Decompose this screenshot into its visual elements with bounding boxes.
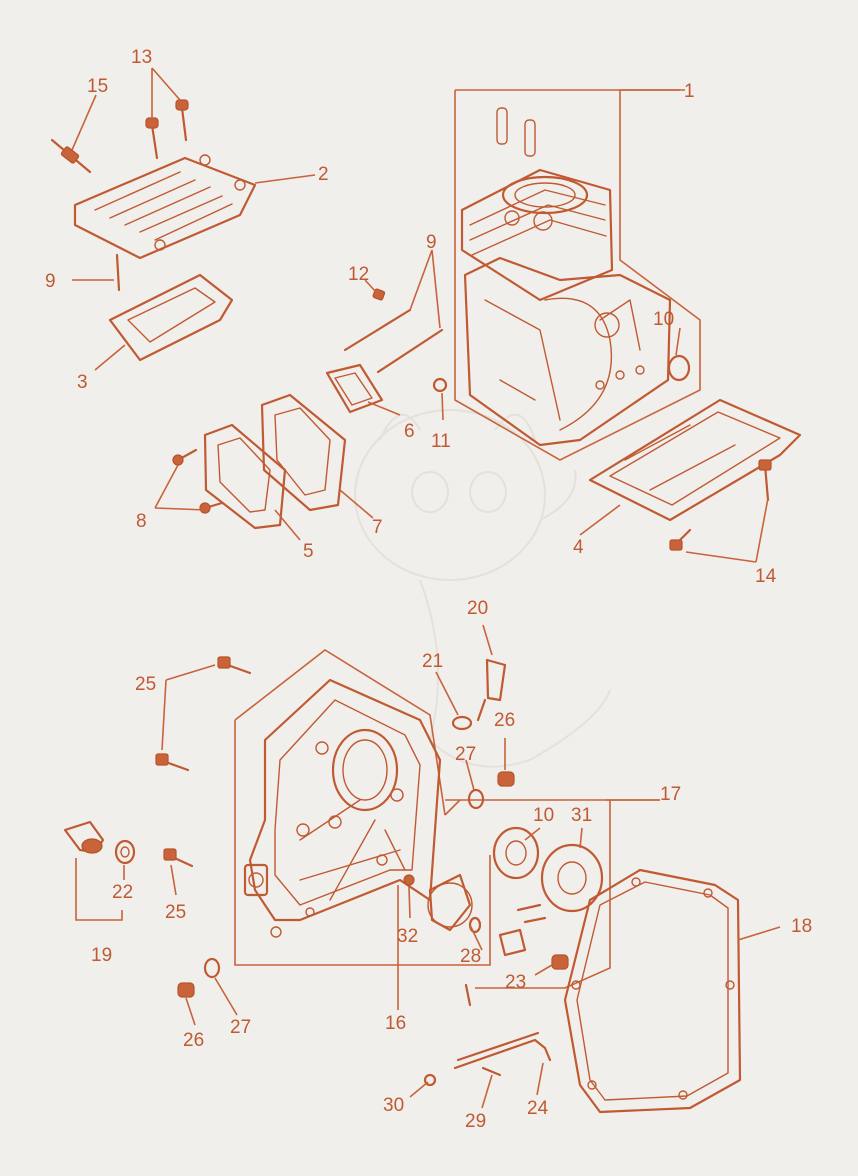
intake-gaskets	[172, 363, 384, 530]
leader-lines-top	[71, 67, 769, 563]
crankcase-cover	[234, 649, 660, 966]
label-19: 19	[91, 945, 112, 966]
label-5: 5	[303, 541, 314, 562]
label-14: 14	[755, 566, 777, 587]
head-gasket	[108, 273, 234, 362]
label-26-bottom: 26	[183, 1030, 204, 1051]
studs	[343, 288, 691, 393]
label-24: 24	[527, 1098, 549, 1119]
label-18: 18	[791, 916, 812, 937]
label-21: 21	[422, 651, 443, 672]
label-25-bottom: 25	[165, 902, 186, 923]
bearings-and-gear	[403, 800, 611, 1007]
label-13: 13	[131, 47, 152, 68]
label-4: 4	[573, 537, 584, 558]
label-32: 32	[397, 926, 418, 947]
label-26-top: 26	[494, 710, 515, 731]
label-8: 8	[136, 511, 147, 532]
label-20: 20	[467, 598, 488, 619]
label-9-left: 9	[45, 271, 56, 292]
label-16: 16	[385, 1013, 406, 1034]
label-9-top: 9	[426, 232, 437, 253]
label-2: 2	[318, 164, 329, 185]
label-7: 7	[372, 517, 383, 538]
label-29: 29	[465, 1111, 486, 1132]
label-6: 6	[404, 421, 415, 442]
label-27-bottom: 27	[230, 1017, 251, 1038]
oil-fill-cap	[63, 656, 252, 998]
label-10-top: 10	[653, 309, 674, 330]
watermark-mascot	[354, 409, 611, 768]
governor-parts	[451, 658, 515, 810]
cylinder-head	[50, 99, 257, 292]
label-28: 28	[460, 946, 481, 967]
label-25-top: 25	[135, 674, 156, 695]
leader-lines-bottom	[75, 624, 781, 1109]
base-plate	[588, 398, 802, 551]
label-23: 23	[505, 972, 526, 993]
cylinder-block	[454, 89, 701, 461]
label-11: 11	[431, 431, 451, 452]
label-17: 17	[660, 784, 681, 805]
label-10-bottom: 10	[533, 805, 554, 826]
part-number-labels: 1 2 3 4 5 6 7 8 9 9 10 10 11 12 13 14 15…	[45, 47, 812, 1132]
label-27-top: 27	[455, 744, 476, 765]
label-15: 15	[87, 76, 108, 97]
label-31: 31	[571, 805, 592, 826]
label-12: 12	[348, 264, 369, 285]
label-22: 22	[112, 882, 133, 903]
label-3: 3	[77, 372, 88, 393]
label-1: 1	[684, 81, 695, 102]
label-30: 30	[383, 1095, 404, 1116]
cover-gasket	[563, 868, 742, 1114]
dipstick	[423, 1031, 552, 1087]
